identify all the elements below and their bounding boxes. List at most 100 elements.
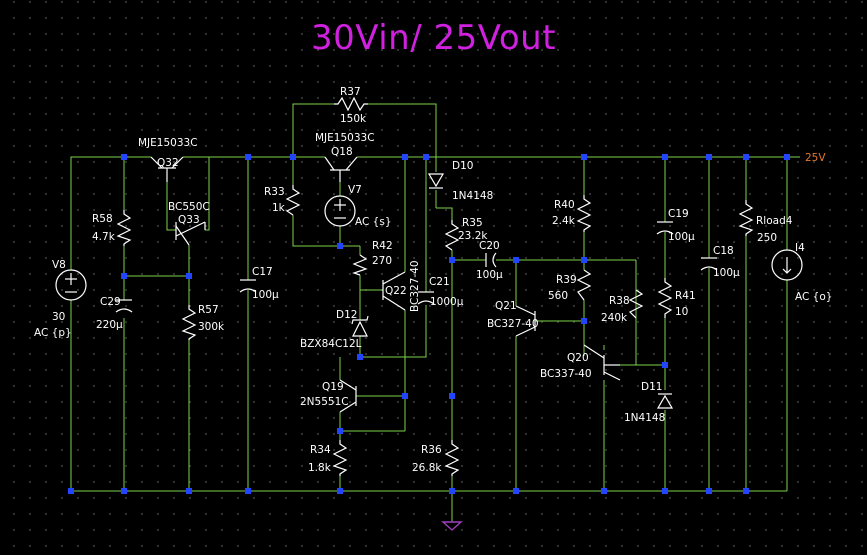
- c20-ref: C20: [479, 240, 500, 252]
- v7-source-symbol: [324, 195, 356, 227]
- q21-ref: Q21: [495, 300, 517, 312]
- c29-ref: C29: [100, 296, 121, 308]
- v8-model: AC {p}: [34, 327, 72, 339]
- schematic-title: 30Vin/ 25Vout: [310, 18, 557, 58]
- q32-ref: Q32: [157, 157, 179, 169]
- q19-model: 2N5551C: [300, 396, 349, 408]
- q22-transistor-symbol: [382, 271, 406, 311]
- c19-ref: C19: [668, 208, 689, 220]
- c18-capacitor-symbol: [700, 257, 718, 271]
- v8-ref: V8: [52, 259, 66, 271]
- r35-resistor-symbol: [444, 220, 460, 251]
- q20-model: BC337-40: [540, 368, 592, 380]
- c21-ref: C21: [429, 276, 450, 288]
- i4-current-source-symbol: [771, 249, 803, 281]
- c17-capacitor-symbol: [239, 279, 257, 293]
- r41-ref: R41: [675, 290, 696, 302]
- c17-ref: C17: [252, 266, 273, 278]
- r38-value: 240k: [601, 312, 628, 324]
- q18-ref: Q18: [331, 146, 353, 158]
- q21-transistor-symbol: [515, 305, 536, 337]
- q22-model: BC327-40: [409, 260, 421, 312]
- q22-ref: Q22: [385, 285, 407, 297]
- r38-ref: R38: [609, 295, 630, 307]
- c18-value: 100µ: [713, 267, 740, 279]
- q18-transistor-symbol: [324, 156, 358, 182]
- r57-value: 300k: [198, 321, 225, 333]
- r39-resistor-symbol: [576, 269, 592, 301]
- d10-diode-symbol: [427, 173, 445, 189]
- net-label-25v: 25V: [805, 152, 826, 164]
- labels: 25V V8 30 AC {p} R58 4.7k C29 220µ MJE15…: [34, 86, 832, 474]
- c20-value: 100µ: [476, 269, 503, 281]
- r40-ref: R40: [554, 199, 575, 211]
- q18-model: MJE15033C: [315, 132, 375, 144]
- c17-value: 100µ: [252, 289, 279, 301]
- r58-resistor-symbol: [116, 210, 132, 246]
- d11-model: 1N4148: [624, 412, 665, 424]
- r42-ref: R42: [372, 240, 393, 252]
- r57-ref: R57: [198, 304, 219, 316]
- v8-source-symbol: [55, 269, 87, 301]
- r41-resistor-symbol: [657, 278, 673, 318]
- rload4-value: 250: [757, 232, 777, 244]
- c19-capacitor-symbol: [656, 221, 674, 235]
- rload4-ref: Rload4: [756, 215, 793, 227]
- r33-resistor-symbol: [285, 185, 301, 216]
- wires: [70, 103, 800, 522]
- r40-resistor-symbol: [576, 195, 592, 232]
- ground-symbol: [441, 521, 463, 531]
- junctions: [68, 154, 790, 494]
- r39-value: 560: [548, 290, 568, 302]
- d12-ref: D12: [336, 309, 357, 321]
- r37-value: 150k: [340, 113, 367, 125]
- r36-ref: R36: [421, 444, 442, 456]
- d10-model: 1N4148: [452, 190, 493, 202]
- q32-model: MJE15033C: [138, 137, 198, 149]
- r41-value: 10: [675, 306, 688, 318]
- v8-value: 30: [52, 311, 65, 323]
- q33-model: BC550C: [168, 201, 210, 213]
- v7-ref: V7: [348, 184, 362, 196]
- c18-ref: C18: [713, 245, 734, 257]
- r33-value: 1k: [272, 202, 286, 214]
- q33-transistor-symbol: [175, 221, 206, 246]
- q20-transistor-symbol: [583, 344, 621, 381]
- r37-ref: R37: [340, 86, 361, 98]
- rload4-resistor-symbol: [738, 200, 754, 236]
- c21-value: 1000µ: [430, 296, 464, 308]
- d11-ref: D11: [641, 381, 662, 393]
- r36-resistor-symbol: [444, 440, 460, 476]
- q32-transistor-symbol: [150, 156, 184, 182]
- r57-resistor-symbol: [181, 305, 197, 340]
- r33-ref: R33: [264, 186, 285, 198]
- r35-value: 23.2k: [458, 230, 488, 242]
- i4-ref: I4: [795, 242, 805, 254]
- q19-transistor-symbol: [339, 379, 357, 413]
- d10-ref: D10: [452, 160, 473, 172]
- r58-ref: R58: [92, 213, 113, 225]
- r40-value: 2.4k: [552, 215, 576, 227]
- r34-ref: R34: [310, 444, 331, 456]
- q19-ref: Q19: [322, 381, 344, 393]
- q33-ref: Q33: [178, 214, 200, 226]
- c29-capacitor-symbol: [115, 299, 133, 313]
- r42-value: 270: [372, 255, 392, 267]
- v7-model: AC {s}: [355, 216, 392, 228]
- d12-model: BZX84C12L: [300, 338, 362, 350]
- r42-resistor-symbol: [352, 254, 368, 276]
- r37-resistor-symbol: [334, 96, 368, 112]
- c19-value: 100µ: [668, 231, 695, 243]
- r34-value: 1.8k: [308, 462, 332, 474]
- r35-ref: R35: [462, 217, 483, 229]
- r36-value: 26.8k: [412, 462, 442, 474]
- c21-capacitor-symbol: [417, 291, 435, 305]
- r58-value: 4.7k: [92, 231, 116, 243]
- r39-ref: R39: [556, 274, 577, 286]
- q20-ref: Q20: [567, 352, 589, 364]
- i4-model: AC {o}: [795, 291, 832, 303]
- d12-zener-symbol: [351, 315, 369, 337]
- components: [55, 96, 803, 531]
